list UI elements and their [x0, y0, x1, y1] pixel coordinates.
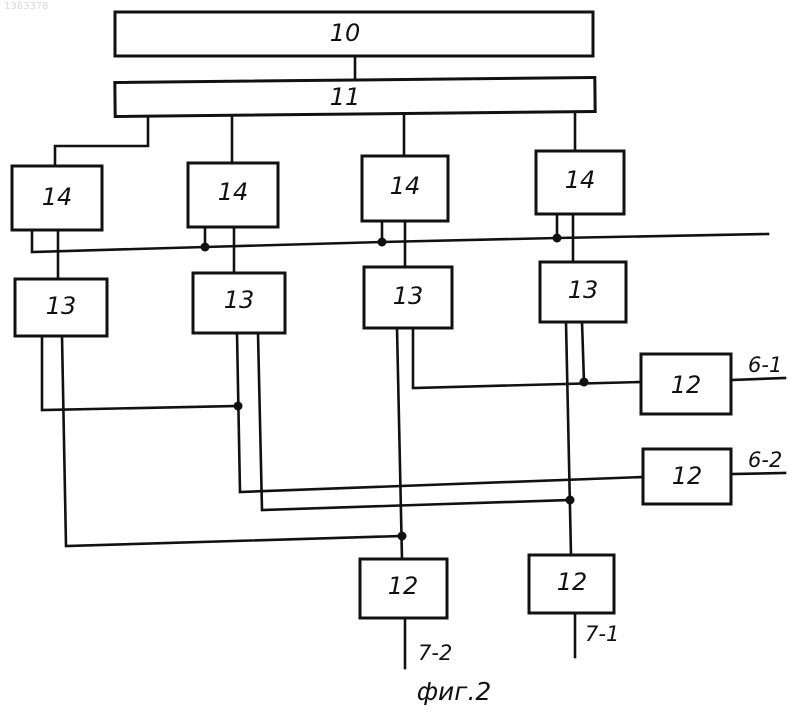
block-12-a: 12: [641, 354, 731, 414]
block-12-d: 12: [529, 555, 614, 613]
junction-dot: [553, 234, 562, 243]
block-12-c: 12: [360, 559, 447, 618]
block-12-b-label: 12: [672, 462, 703, 490]
block-14-4: 14: [536, 151, 624, 214]
figure-caption: фиг.2: [417, 677, 492, 706]
wire-13-1-b: [62, 336, 402, 546]
block-11-label: 11: [330, 83, 361, 111]
block-12-a-label: 12: [671, 371, 702, 399]
wire-13-3-a: [397, 328, 402, 559]
port-7-1-label: 7-1: [585, 622, 619, 646]
block-14-1: 14: [12, 166, 102, 230]
junction-dot: [398, 532, 407, 541]
block-12-d-label: 12: [557, 568, 588, 596]
block-13-1: 13: [15, 279, 107, 336]
wire-11-14-1: [55, 114, 148, 166]
block-10-label: 10: [330, 19, 361, 47]
block-14-4-label: 14: [565, 166, 596, 194]
watermark-number: 1363378: [4, 1, 49, 12]
junction-dot: [201, 243, 210, 252]
block-13-3-label: 13: [393, 282, 424, 310]
block-10: 10: [115, 12, 593, 56]
wire-13-3-b: [413, 328, 641, 388]
junction-dot: [566, 496, 575, 505]
port-7-2-label: 7-2: [418, 641, 452, 665]
block-13-4: 13: [540, 262, 626, 322]
wire-12-b-6-2: [731, 473, 785, 474]
wire-common-bus: [32, 230, 768, 252]
block-13-2: 13: [193, 273, 285, 333]
wire-13-4-a: [566, 322, 571, 555]
block-14-1-label: 14: [42, 183, 73, 211]
port-6-1-label: 6-1: [748, 353, 782, 377]
junction-dot: [378, 238, 387, 247]
block-14-3: 14: [362, 156, 448, 221]
block-11: 11: [115, 77, 595, 116]
wire-13-1-a: [42, 336, 238, 410]
block-14-2-label: 14: [218, 178, 249, 206]
junction-dot: [234, 402, 243, 411]
wire-12-a-6-1: [731, 378, 785, 380]
port-6-2-label: 6-2: [748, 448, 782, 472]
block-14-3-label: 14: [390, 172, 421, 200]
block-13-2-label: 13: [224, 286, 255, 314]
block-13-3: 13: [364, 267, 452, 328]
block-13-1-label: 13: [46, 292, 77, 320]
block-12-b: 12: [643, 449, 731, 504]
block-14-2: 14: [188, 163, 278, 227]
block-12-c-label: 12: [388, 572, 419, 600]
junction-dot: [580, 378, 589, 387]
wire-13-4-b: [582, 322, 584, 382]
block-13-4-label: 13: [568, 276, 599, 304]
